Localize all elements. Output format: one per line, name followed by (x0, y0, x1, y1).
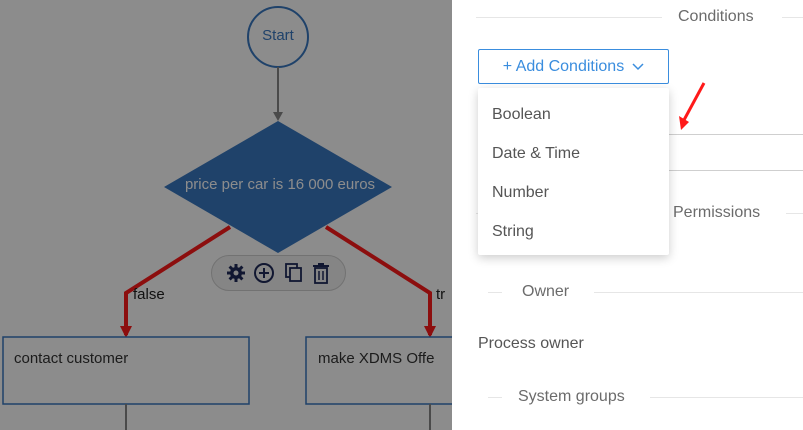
divider (476, 17, 662, 18)
node-toolbar (211, 255, 346, 291)
arrow-head (273, 112, 283, 121)
trash-icon[interactable] (309, 261, 333, 285)
process-owner-label: Process owner (478, 335, 584, 352)
divider (650, 397, 803, 398)
task-label-right: make XDMS Offe (318, 350, 435, 367)
owner-title: Owner (522, 283, 570, 300)
plus-circle-icon[interactable] (252, 261, 276, 285)
red-annotation-true (324, 225, 432, 335)
flow-diagram (2, 6, 452, 430)
copy-icon[interactable] (281, 261, 305, 285)
flow-canvas[interactable]: Start price per car is 16 000 euros fals… (0, 0, 452, 430)
divider (488, 292, 502, 293)
dropdown-item-number[interactable]: Number (492, 184, 549, 201)
divider (488, 397, 502, 398)
dropdown-item-boolean[interactable]: Boolean (492, 106, 551, 123)
task-label-left: contact customer (14, 350, 129, 367)
dropdown-item-string[interactable]: String (492, 223, 534, 240)
decision-node[interactable] (164, 121, 392, 253)
arrow-head (120, 326, 132, 338)
task-box-left[interactable] (2, 336, 250, 405)
gear-icon[interactable] (224, 261, 248, 285)
conditions-dropdown-menu: Boolean Date & Time Number String (478, 88, 669, 255)
edge-label-false: false (133, 286, 165, 303)
divider (782, 17, 803, 18)
add-conditions-label: + Add Conditions (502, 57, 625, 75)
dropdown-item-date-time[interactable]: Date & Time (492, 145, 581, 162)
properties-panel: Conditions + Add Conditions Permissions … (452, 0, 803, 430)
chevron-down-icon (632, 58, 644, 76)
conditions-title: Conditions (678, 8, 754, 25)
start-label: Start (262, 27, 294, 44)
red-annotation-false (124, 225, 232, 335)
arrow-head (424, 326, 436, 338)
red-annotation-arrow (679, 82, 706, 130)
permissions-title: Permissions (673, 204, 761, 221)
add-conditions-button[interactable]: + Add Conditions (478, 49, 669, 84)
task-box-right[interactable] (305, 336, 452, 405)
divider (786, 213, 803, 214)
decision-label: price per car is 16 000 euros (184, 176, 376, 193)
divider (594, 292, 803, 293)
edge-label-true: tr (436, 286, 446, 303)
system-groups-title: System groups (518, 388, 625, 405)
